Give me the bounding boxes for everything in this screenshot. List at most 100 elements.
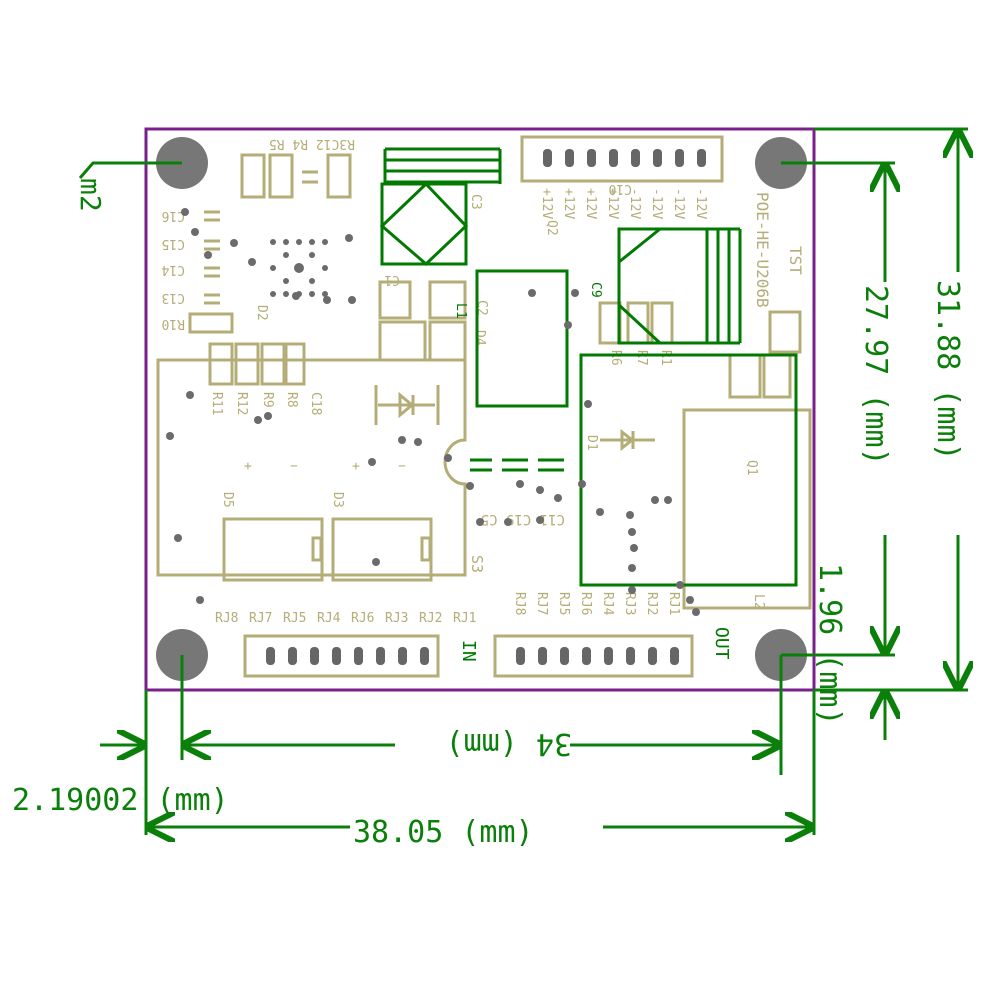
via-10	[166, 432, 174, 440]
rj-out-label-8: RJ1	[666, 592, 681, 615]
ic-pin-7	[309, 252, 315, 258]
header-pin-label-2: +12V	[561, 188, 576, 219]
model-label: POE-HE-U206B	[753, 192, 772, 308]
via-32	[651, 496, 659, 504]
rj-in-label-4: RJ4	[317, 611, 341, 626]
ic-pin-9	[322, 265, 328, 271]
in-pin-6	[376, 647, 385, 665]
in-pin-3	[310, 647, 319, 665]
label-d3: D3	[330, 492, 345, 508]
out-pin-4	[582, 647, 591, 665]
label-r8: R8	[284, 392, 299, 408]
connector-out-pins	[516, 647, 679, 665]
rj-in-label-7: RJ2	[419, 611, 442, 626]
label-hole-size: m2	[74, 178, 107, 212]
dim-height-holes	[781, 161, 895, 657]
top-header-pins	[543, 149, 706, 167]
plus-sign-1: +	[244, 459, 252, 474]
diode-symbol-left	[374, 385, 440, 425]
label-r6: R6	[608, 350, 623, 366]
via-33	[664, 496, 672, 504]
label-r10: R10	[162, 316, 185, 331]
header-pin-2	[565, 149, 574, 167]
label-r12: R12	[234, 392, 249, 415]
via-8	[323, 296, 331, 304]
header-pin-label-8: -12V	[693, 188, 708, 219]
ic-pin-grid	[270, 239, 328, 297]
in-pin-4	[332, 647, 341, 665]
label-d2: D2	[254, 305, 269, 321]
via-22	[536, 486, 544, 494]
via-42	[504, 518, 512, 526]
plus-sign-2: +	[352, 459, 360, 474]
rj-in-label-8: RJ1	[453, 611, 476, 626]
mosfet-top-left	[379, 147, 502, 267]
via-17	[372, 558, 380, 566]
header-pin-7	[675, 149, 684, 167]
diode-symbol-right	[600, 428, 655, 452]
label-c10: C10	[609, 181, 632, 196]
header-pin-label-1: +12V	[539, 188, 554, 219]
label-c18: C18	[308, 392, 323, 415]
header-pin-8	[697, 149, 706, 167]
via-24	[578, 480, 586, 488]
via-43	[536, 516, 544, 524]
via-31	[628, 586, 636, 594]
ic-pin-12	[270, 291, 276, 297]
ic-pin-3	[296, 239, 302, 245]
label-c15: C15	[162, 236, 185, 251]
vias	[166, 208, 700, 616]
via-11	[186, 391, 194, 399]
dim-width-total	[144, 690, 816, 835]
via-27	[626, 511, 634, 519]
label-d5: D5	[220, 492, 235, 508]
cap-row-pads	[470, 458, 564, 472]
via-3	[204, 251, 212, 259]
ic-pin-10	[283, 278, 289, 284]
out-pin-2	[538, 647, 547, 665]
in-pin-7	[398, 647, 407, 665]
top-header	[520, 135, 724, 183]
label-r9: R9	[260, 392, 275, 408]
via-16	[444, 454, 452, 462]
in-pin-5	[354, 647, 363, 665]
ic-pin-2	[283, 239, 289, 245]
label-cap-row: C11 C19 C5	[481, 511, 565, 527]
label-c1: C1	[384, 272, 400, 287]
ic-pin-1	[270, 239, 276, 245]
ic-pin-8	[270, 265, 276, 271]
via-15	[414, 438, 422, 446]
via-21	[516, 480, 524, 488]
label-height-holes: 27.97 (mm)	[858, 285, 893, 466]
via-40	[264, 412, 272, 420]
via-5	[248, 258, 256, 266]
label-r11: R11	[209, 392, 224, 415]
resistor-row	[208, 342, 306, 386]
small-caps-left	[188, 210, 234, 334]
board-outline	[144, 127, 816, 692]
rj-out-label-2: RJ7	[534, 592, 549, 615]
via-34	[676, 581, 684, 589]
via-28	[628, 528, 636, 536]
via-39	[254, 416, 262, 424]
brand-label: TST	[786, 246, 805, 275]
in-pin-1	[266, 647, 275, 665]
out-pin-7	[648, 647, 657, 665]
label-width-total: 38.05 (mm)	[353, 815, 534, 850]
rj-out-label-3: RJ5	[556, 592, 571, 615]
via-9	[292, 292, 300, 300]
via-1	[181, 208, 189, 216]
label-r1: R1	[658, 350, 673, 366]
label-c14: C14	[161, 262, 185, 277]
m2-leader	[78, 161, 182, 179]
rj-in-label-3: RJ5	[283, 611, 306, 626]
label-r7: R7	[634, 350, 649, 366]
label-q1: Q1	[744, 460, 759, 476]
header-pin-6	[653, 149, 662, 167]
header-pin-label-4: +12V	[605, 188, 620, 219]
label-offset-y: 1.96 (mm)	[812, 563, 847, 726]
header-pin-label-3: +12V	[583, 188, 598, 219]
